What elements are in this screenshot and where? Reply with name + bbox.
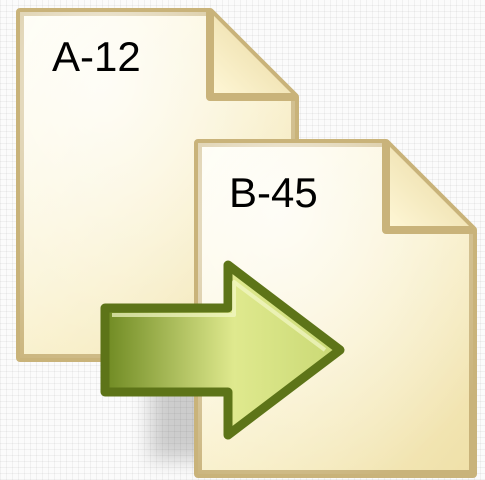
target-document-label: B-45 <box>229 169 318 216</box>
arrow-right-icon <box>100 260 345 440</box>
source-document-label: A-12 <box>52 33 141 80</box>
